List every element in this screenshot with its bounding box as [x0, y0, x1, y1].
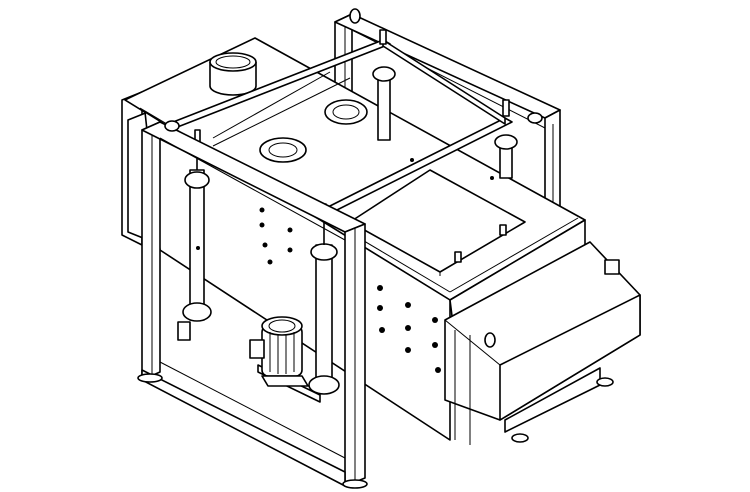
- inspection-port: [259, 99, 368, 163]
- drive-motor: [249, 316, 321, 403]
- inlet-spout: [209, 52, 257, 105]
- support-column: [137, 8, 543, 489]
- side-bolts: [259, 207, 441, 373]
- access-hatch: [349, 158, 526, 276]
- suspension-rod: [182, 29, 518, 395]
- discharge-chute: [444, 241, 641, 445]
